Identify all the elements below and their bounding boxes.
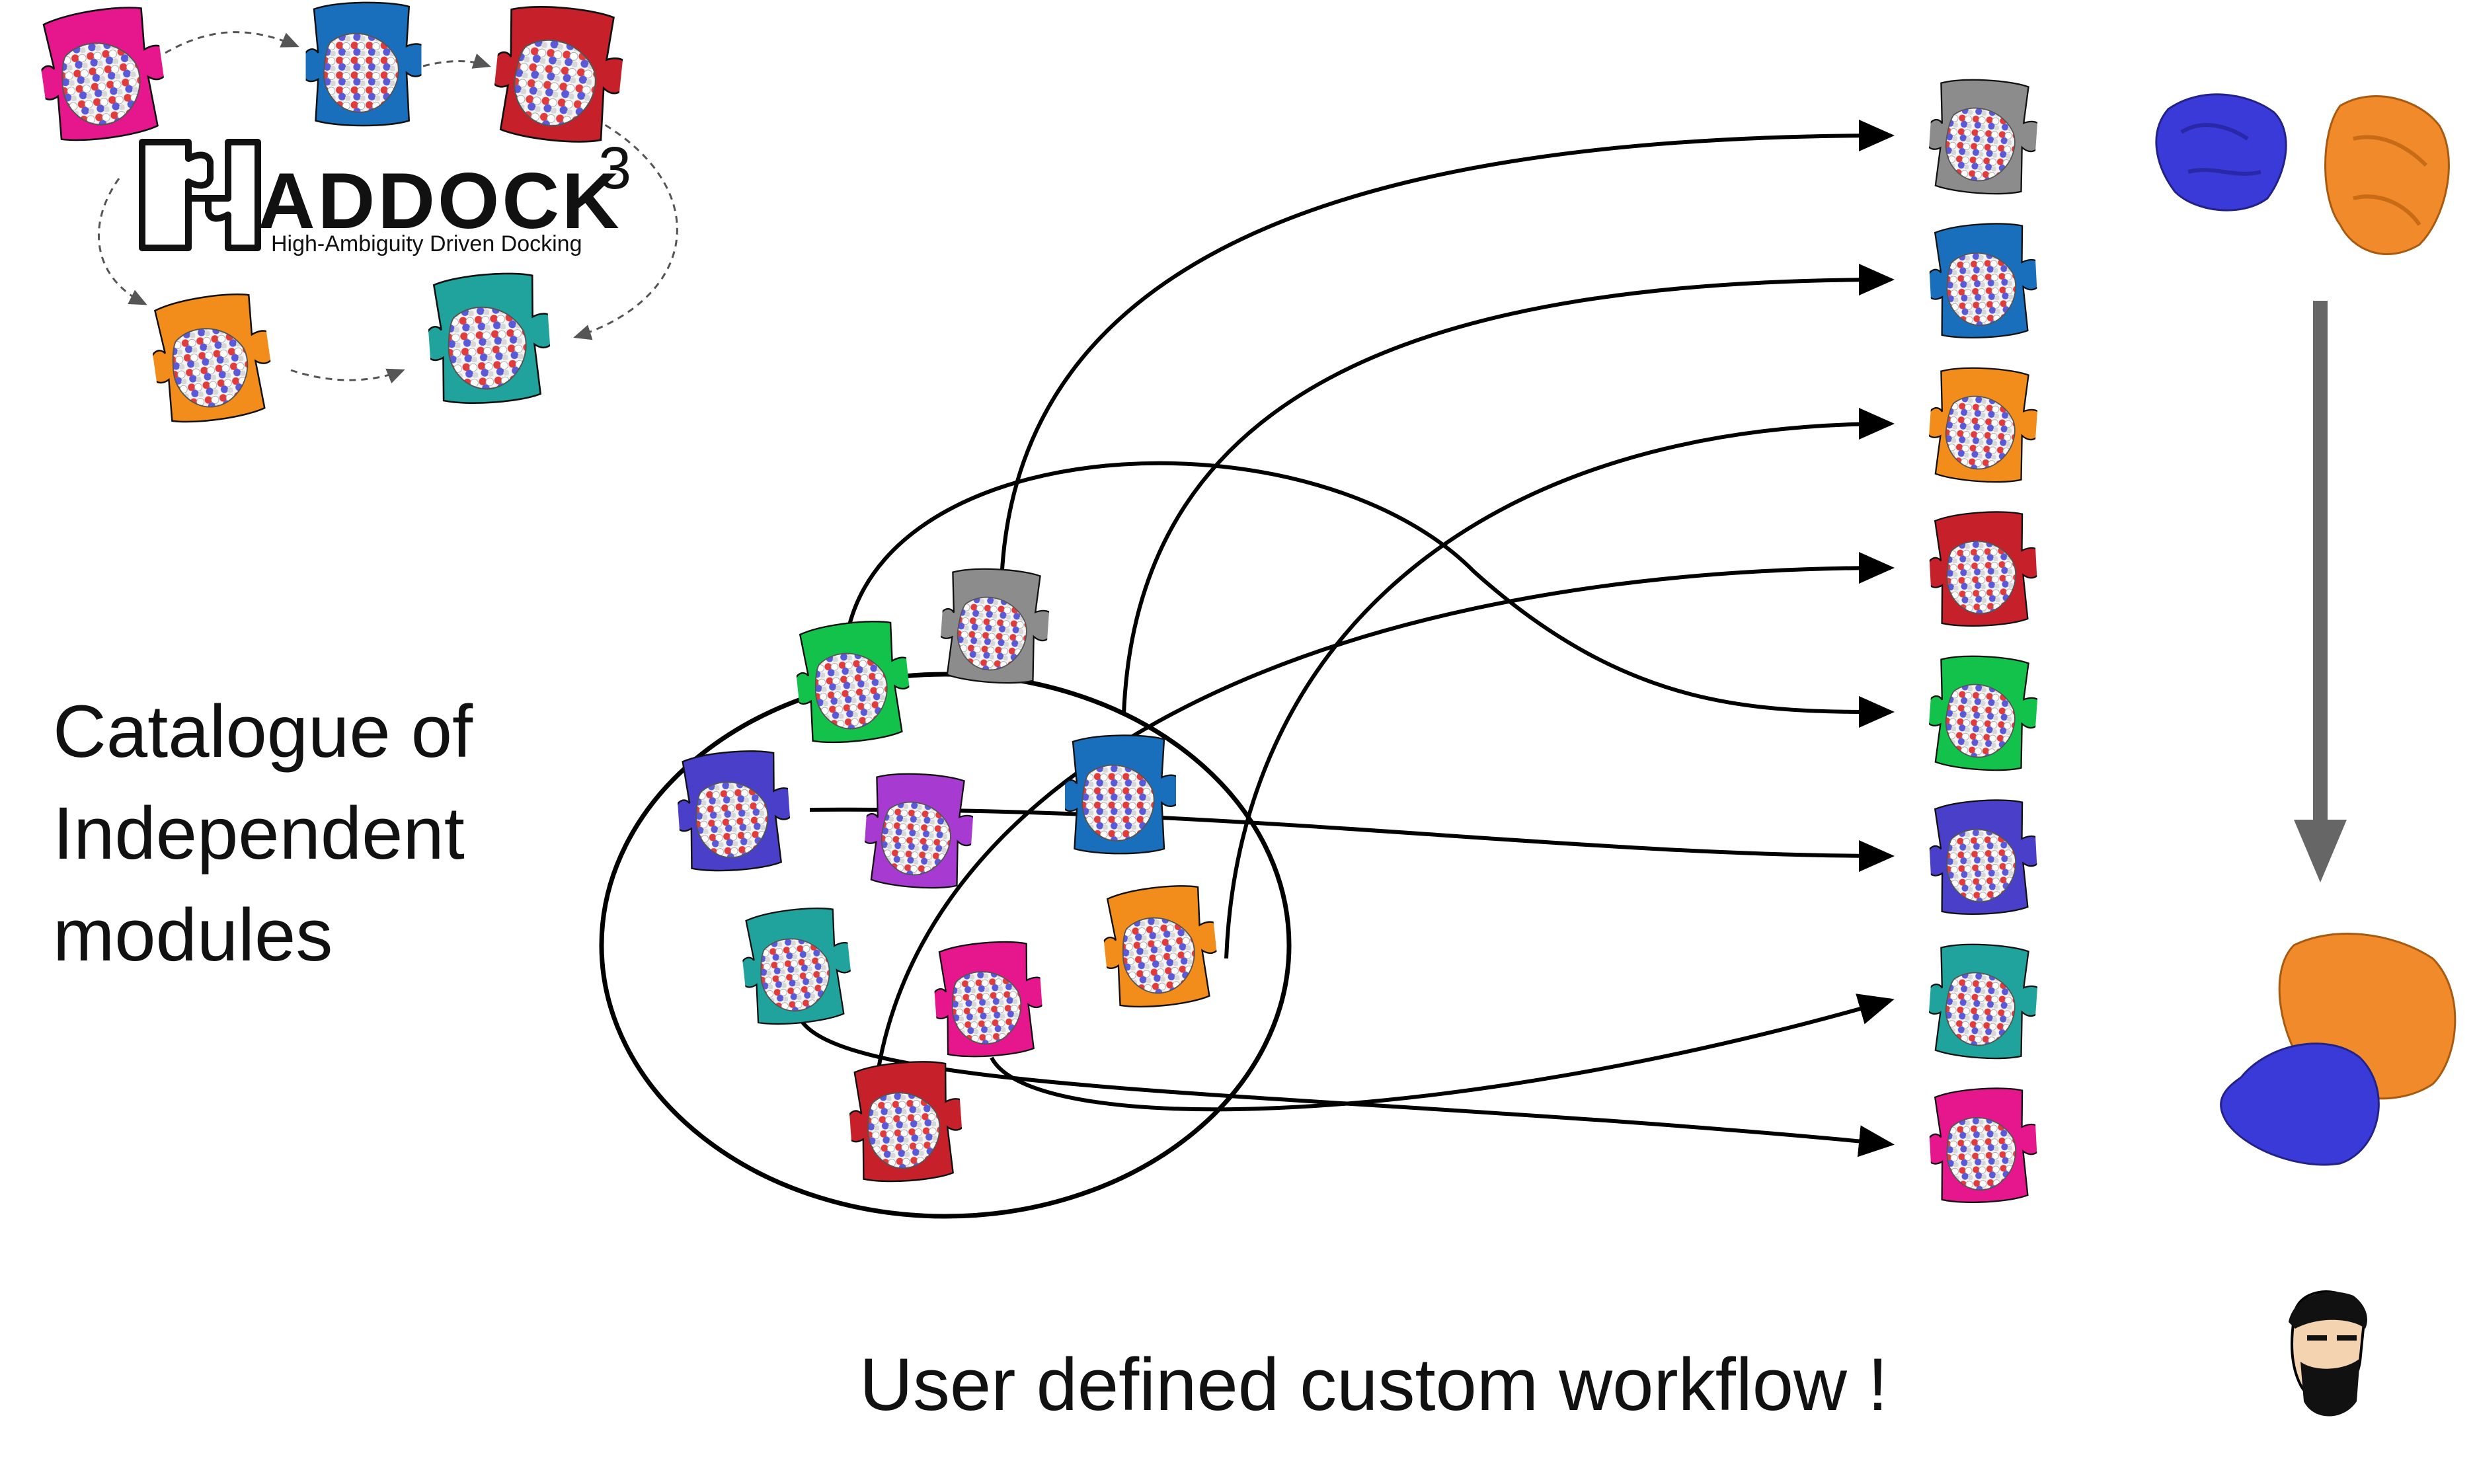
workflow-connections bbox=[798, 120, 1895, 1157]
connection-gray-to-gray bbox=[1000, 120, 1895, 582]
connection-magenta-to-teal bbox=[990, 994, 1895, 1112]
catalogue-label-line2: Independent bbox=[53, 792, 465, 875]
protein-b bbox=[2324, 95, 2450, 255]
connection-orange-to-orange bbox=[1224, 408, 1895, 959]
protein-a bbox=[2155, 93, 2287, 212]
catalogue-module-magenta bbox=[931, 937, 1046, 1061]
workflow-module-gray bbox=[1926, 75, 2041, 198]
logo-h-glyph bbox=[139, 139, 261, 251]
catalogue-module-green bbox=[791, 615, 915, 748]
avatar bbox=[2289, 1290, 2367, 1417]
down-arrow bbox=[2294, 301, 2347, 882]
workflow-module-teal bbox=[1926, 940, 2041, 1063]
catalogue-module-teal bbox=[737, 902, 856, 1030]
logo-module-orange bbox=[145, 287, 278, 429]
workflow-module-magenta bbox=[1926, 1085, 2040, 1206]
catalogue-label: Catalogue of Independent modules bbox=[53, 681, 555, 986]
catalogue-module-gray bbox=[937, 565, 1052, 687]
catalogue-module-red bbox=[845, 1057, 966, 1186]
logo-module-red bbox=[489, 0, 629, 149]
catalogue-circle bbox=[599, 672, 1292, 1219]
catalogue-modules bbox=[674, 565, 1222, 1186]
logo-name: ADDOCK bbox=[258, 157, 622, 245]
workflow-module-indigo bbox=[1926, 797, 2040, 918]
catalogue-module-blue bbox=[1065, 734, 1177, 855]
catalogue-label-line1: Catalogue of bbox=[53, 690, 473, 773]
catalogue-module-indigo bbox=[674, 746, 794, 875]
workflow-caption: User defined custom workflow ! bbox=[859, 1343, 1889, 1426]
workflow-module-orange bbox=[1926, 364, 2041, 487]
logo-module-blue bbox=[305, 1, 422, 127]
cycle-arrow bbox=[165, 31, 299, 54]
logo-tagline: High-Ambiguity Driven Docking bbox=[271, 231, 582, 256]
logo-group: ADDOCK 3 High-Ambiguity Driven Docking bbox=[33, 0, 678, 429]
workflow-module-blue bbox=[1926, 220, 2040, 341]
catalogue-module-purple bbox=[861, 769, 976, 892]
logo-module-magenta bbox=[33, 0, 172, 147]
cycle-arrow bbox=[573, 118, 678, 340]
workflow-modules bbox=[1926, 75, 2041, 1206]
workflow-module-red bbox=[1926, 508, 2040, 629]
protein-complex bbox=[2220, 933, 2456, 1166]
logo-superscript: 3 bbox=[598, 136, 631, 202]
cycle-arrow bbox=[290, 368, 405, 384]
cycle-arrow bbox=[97, 178, 147, 305]
connection-green-to-green bbox=[847, 461, 1895, 728]
logo-module-teal bbox=[424, 268, 555, 408]
workflow-module-green bbox=[1926, 652, 2041, 775]
catalogue-label-line3: modules bbox=[53, 894, 333, 976]
connection-indigo-to-indigo bbox=[809, 807, 1895, 872]
connection-teal-to-magenta bbox=[798, 1017, 1895, 1157]
catalogue-module-orange bbox=[1098, 880, 1222, 1013]
logo-cycle-arrows bbox=[97, 31, 678, 384]
connection-red-to-red bbox=[871, 552, 1895, 1124]
cycle-arrow bbox=[422, 54, 491, 69]
connection-blue-to-blue bbox=[1122, 264, 1895, 715]
